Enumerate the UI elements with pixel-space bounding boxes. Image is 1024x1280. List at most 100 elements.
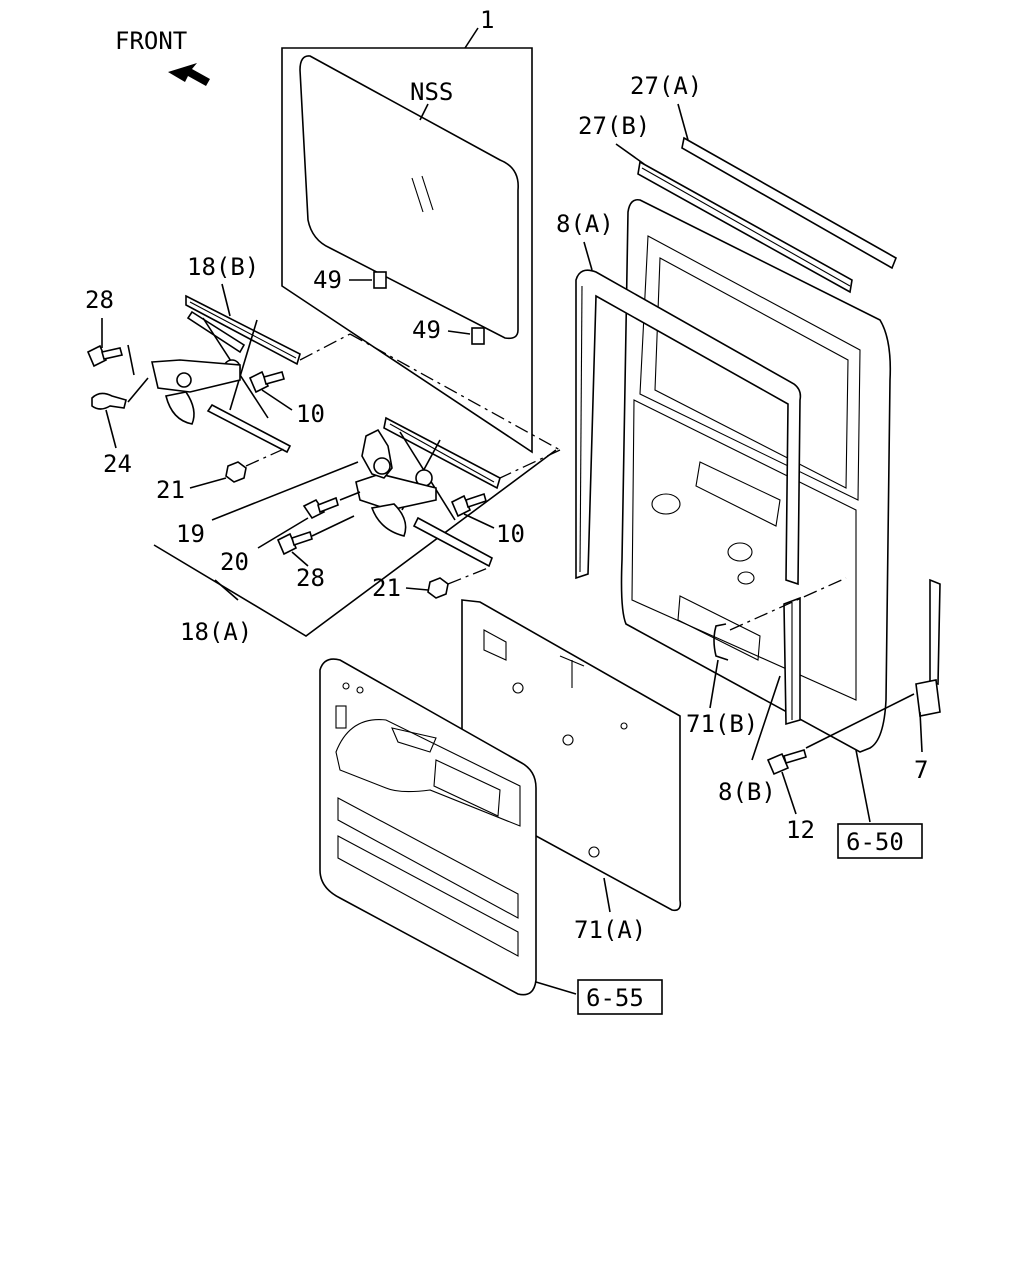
callout-49-lower: 49	[412, 316, 441, 344]
leader-24	[105, 409, 117, 449]
nut-21-upper: 21	[156, 447, 287, 504]
door-window-opening	[654, 257, 849, 489]
regulator-18a-bracket	[153, 449, 557, 637]
callout-71b: 71(B)	[686, 710, 758, 738]
door-glass-group: 1 NSS 49 49	[281, 6, 533, 454]
nut-21-upper-guide	[245, 447, 287, 467]
bolt-shank-10-lower	[465, 492, 487, 509]
bolt-head-28-upper	[86, 344, 108, 368]
leader-18b	[221, 283, 231, 317]
leader-21-lower	[405, 587, 429, 591]
screw-20: 20	[220, 491, 361, 576]
bolt-shank-28-upper	[100, 347, 124, 360]
regulator-gear-plate	[151, 359, 241, 393]
glass-clip-lower	[471, 327, 485, 345]
callout-27b: 27(B)	[578, 112, 650, 140]
lock-rod-clip	[915, 679, 941, 717]
bolt-10-lower: 10	[450, 492, 525, 548]
bolt-shank-10-upper	[263, 371, 285, 385]
door-handle-recess	[695, 461, 781, 527]
leader-71b	[709, 659, 719, 709]
nut-21-lower: 21	[372, 567, 489, 602]
leader-7	[919, 711, 923, 753]
reference-6-55[interactable]: 6-55	[577, 979, 663, 1015]
leader-28-upper-b	[127, 344, 135, 376]
callout-27a: 27(A)	[630, 72, 702, 100]
callout-19: 19	[176, 520, 205, 548]
run-channel-8a-body	[575, 269, 802, 586]
seal-71b-body	[713, 623, 729, 661]
regulator-b-rail-groove	[389, 423, 495, 483]
trim-pull-cup	[391, 727, 437, 753]
leader-18a	[214, 579, 239, 601]
weatherstrip-27b-groove	[641, 167, 851, 287]
trim-armrest	[335, 719, 521, 827]
water-shield-hole-1	[512, 682, 524, 694]
water-shield-hole-3	[620, 722, 628, 730]
handle-24: 24	[91, 377, 149, 478]
window-regulator-18a: 18(A)	[153, 416, 557, 646]
glass-group-bracket	[281, 47, 533, 454]
regulator-b-sector	[370, 503, 407, 537]
door-inner-panel	[631, 399, 857, 701]
door-hole-3	[737, 571, 755, 585]
assembly-guide-line	[349, 333, 561, 451]
callout-71a: 71(A)	[574, 916, 646, 944]
leader-71a	[603, 877, 611, 913]
regulator-arm-1	[186, 310, 246, 354]
leader-10-upper	[261, 389, 293, 411]
bolt-12-head	[766, 752, 790, 776]
reference-6-55-box[interactable]	[577, 979, 663, 1015]
callout-21-lower: 21	[372, 574, 401, 602]
motor-gear	[373, 457, 391, 475]
bolt-28-lower: 28	[276, 515, 355, 592]
leader-650	[855, 749, 871, 823]
glass-clip-upper	[373, 271, 387, 289]
leader-20	[257, 517, 309, 549]
reference-6-55-label[interactable]: 6-55	[586, 984, 644, 1012]
leader-21-upper	[189, 477, 227, 489]
regulator-hub	[176, 372, 192, 388]
trim-lock-slot	[335, 705, 347, 729]
callout-28-upper: 28	[85, 286, 114, 314]
glass-mark-1	[411, 177, 424, 213]
nut-21-lower-guide	[447, 567, 489, 585]
regulator-centerline	[299, 333, 351, 361]
callout-8a: 8(A)	[556, 210, 614, 238]
leader-19	[211, 461, 359, 521]
leader-655	[535, 981, 577, 995]
handle-guide	[127, 377, 149, 403]
run-channel-8b: 8(B)	[718, 596, 801, 806]
leader-8a	[583, 241, 593, 271]
reference-6-50-label[interactable]: 6-50	[846, 828, 904, 856]
lock-rod	[929, 578, 941, 686]
window-regulator-18b: 18(B)	[151, 253, 561, 479]
leader-8b	[751, 675, 781, 761]
door-hole-1	[651, 493, 681, 515]
water-shield-hole-4	[588, 846, 600, 858]
trim-panel-body	[319, 658, 537, 996]
trim-clip-hole-1	[342, 682, 350, 690]
leader-10-lower	[463, 513, 495, 529]
front-arrow-icon	[168, 63, 210, 86]
trim-clip-hole-2	[356, 686, 364, 694]
callout-12: 12	[786, 816, 815, 844]
bolt-shank-28-lower	[291, 530, 313, 547]
bolt-10-upper: 10	[248, 370, 325, 428]
nut-21-upper-body	[225, 461, 247, 483]
leader-27a	[677, 103, 689, 141]
callout-28-lower: 28	[296, 564, 325, 592]
reference-6-50[interactable]: 6-50	[837, 823, 923, 859]
door-trim-panel	[319, 658, 577, 996]
callout-24: 24	[103, 450, 132, 478]
run-channel-8a-edge	[579, 285, 583, 573]
leader-1	[464, 27, 479, 49]
door-glass	[299, 55, 519, 340]
callout-49-upper: 49	[313, 266, 342, 294]
door-lower-recess	[677, 595, 761, 661]
leader-27b	[615, 143, 645, 165]
weatherstrip-27a	[681, 136, 898, 270]
water-shield-71a: 71(A)	[461, 599, 682, 944]
reference-6-50-box[interactable]	[837, 823, 923, 859]
